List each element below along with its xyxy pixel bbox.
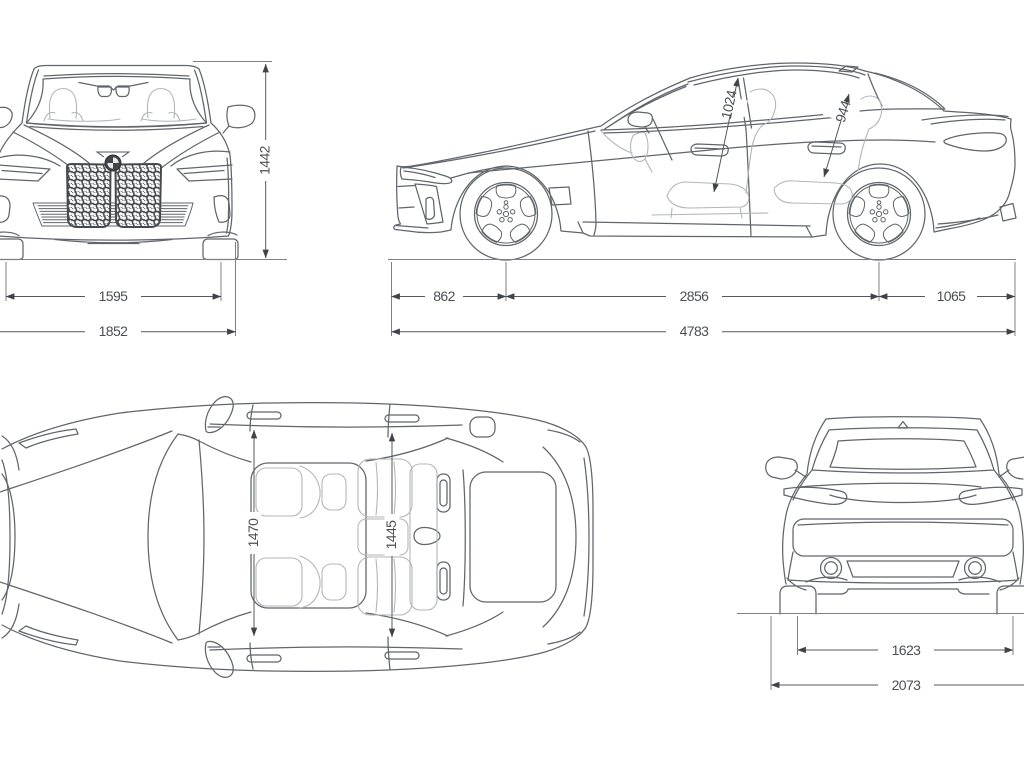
svg-text:1445: 1445 bbox=[383, 520, 399, 550]
svg-text:1024: 1024 bbox=[718, 88, 740, 120]
svg-text:944: 944 bbox=[832, 98, 854, 124]
svg-text:1065: 1065 bbox=[937, 288, 967, 304]
svg-text:1470: 1470 bbox=[245, 518, 261, 548]
svg-text:4783: 4783 bbox=[680, 323, 710, 339]
svg-text:1623: 1623 bbox=[892, 642, 922, 658]
svg-text:1442: 1442 bbox=[257, 145, 273, 175]
svg-text:2856: 2856 bbox=[680, 288, 710, 304]
svg-text:862: 862 bbox=[433, 288, 455, 304]
svg-text:1852: 1852 bbox=[99, 323, 129, 339]
svg-text:2073: 2073 bbox=[892, 677, 922, 693]
svg-text:1595: 1595 bbox=[99, 288, 129, 304]
